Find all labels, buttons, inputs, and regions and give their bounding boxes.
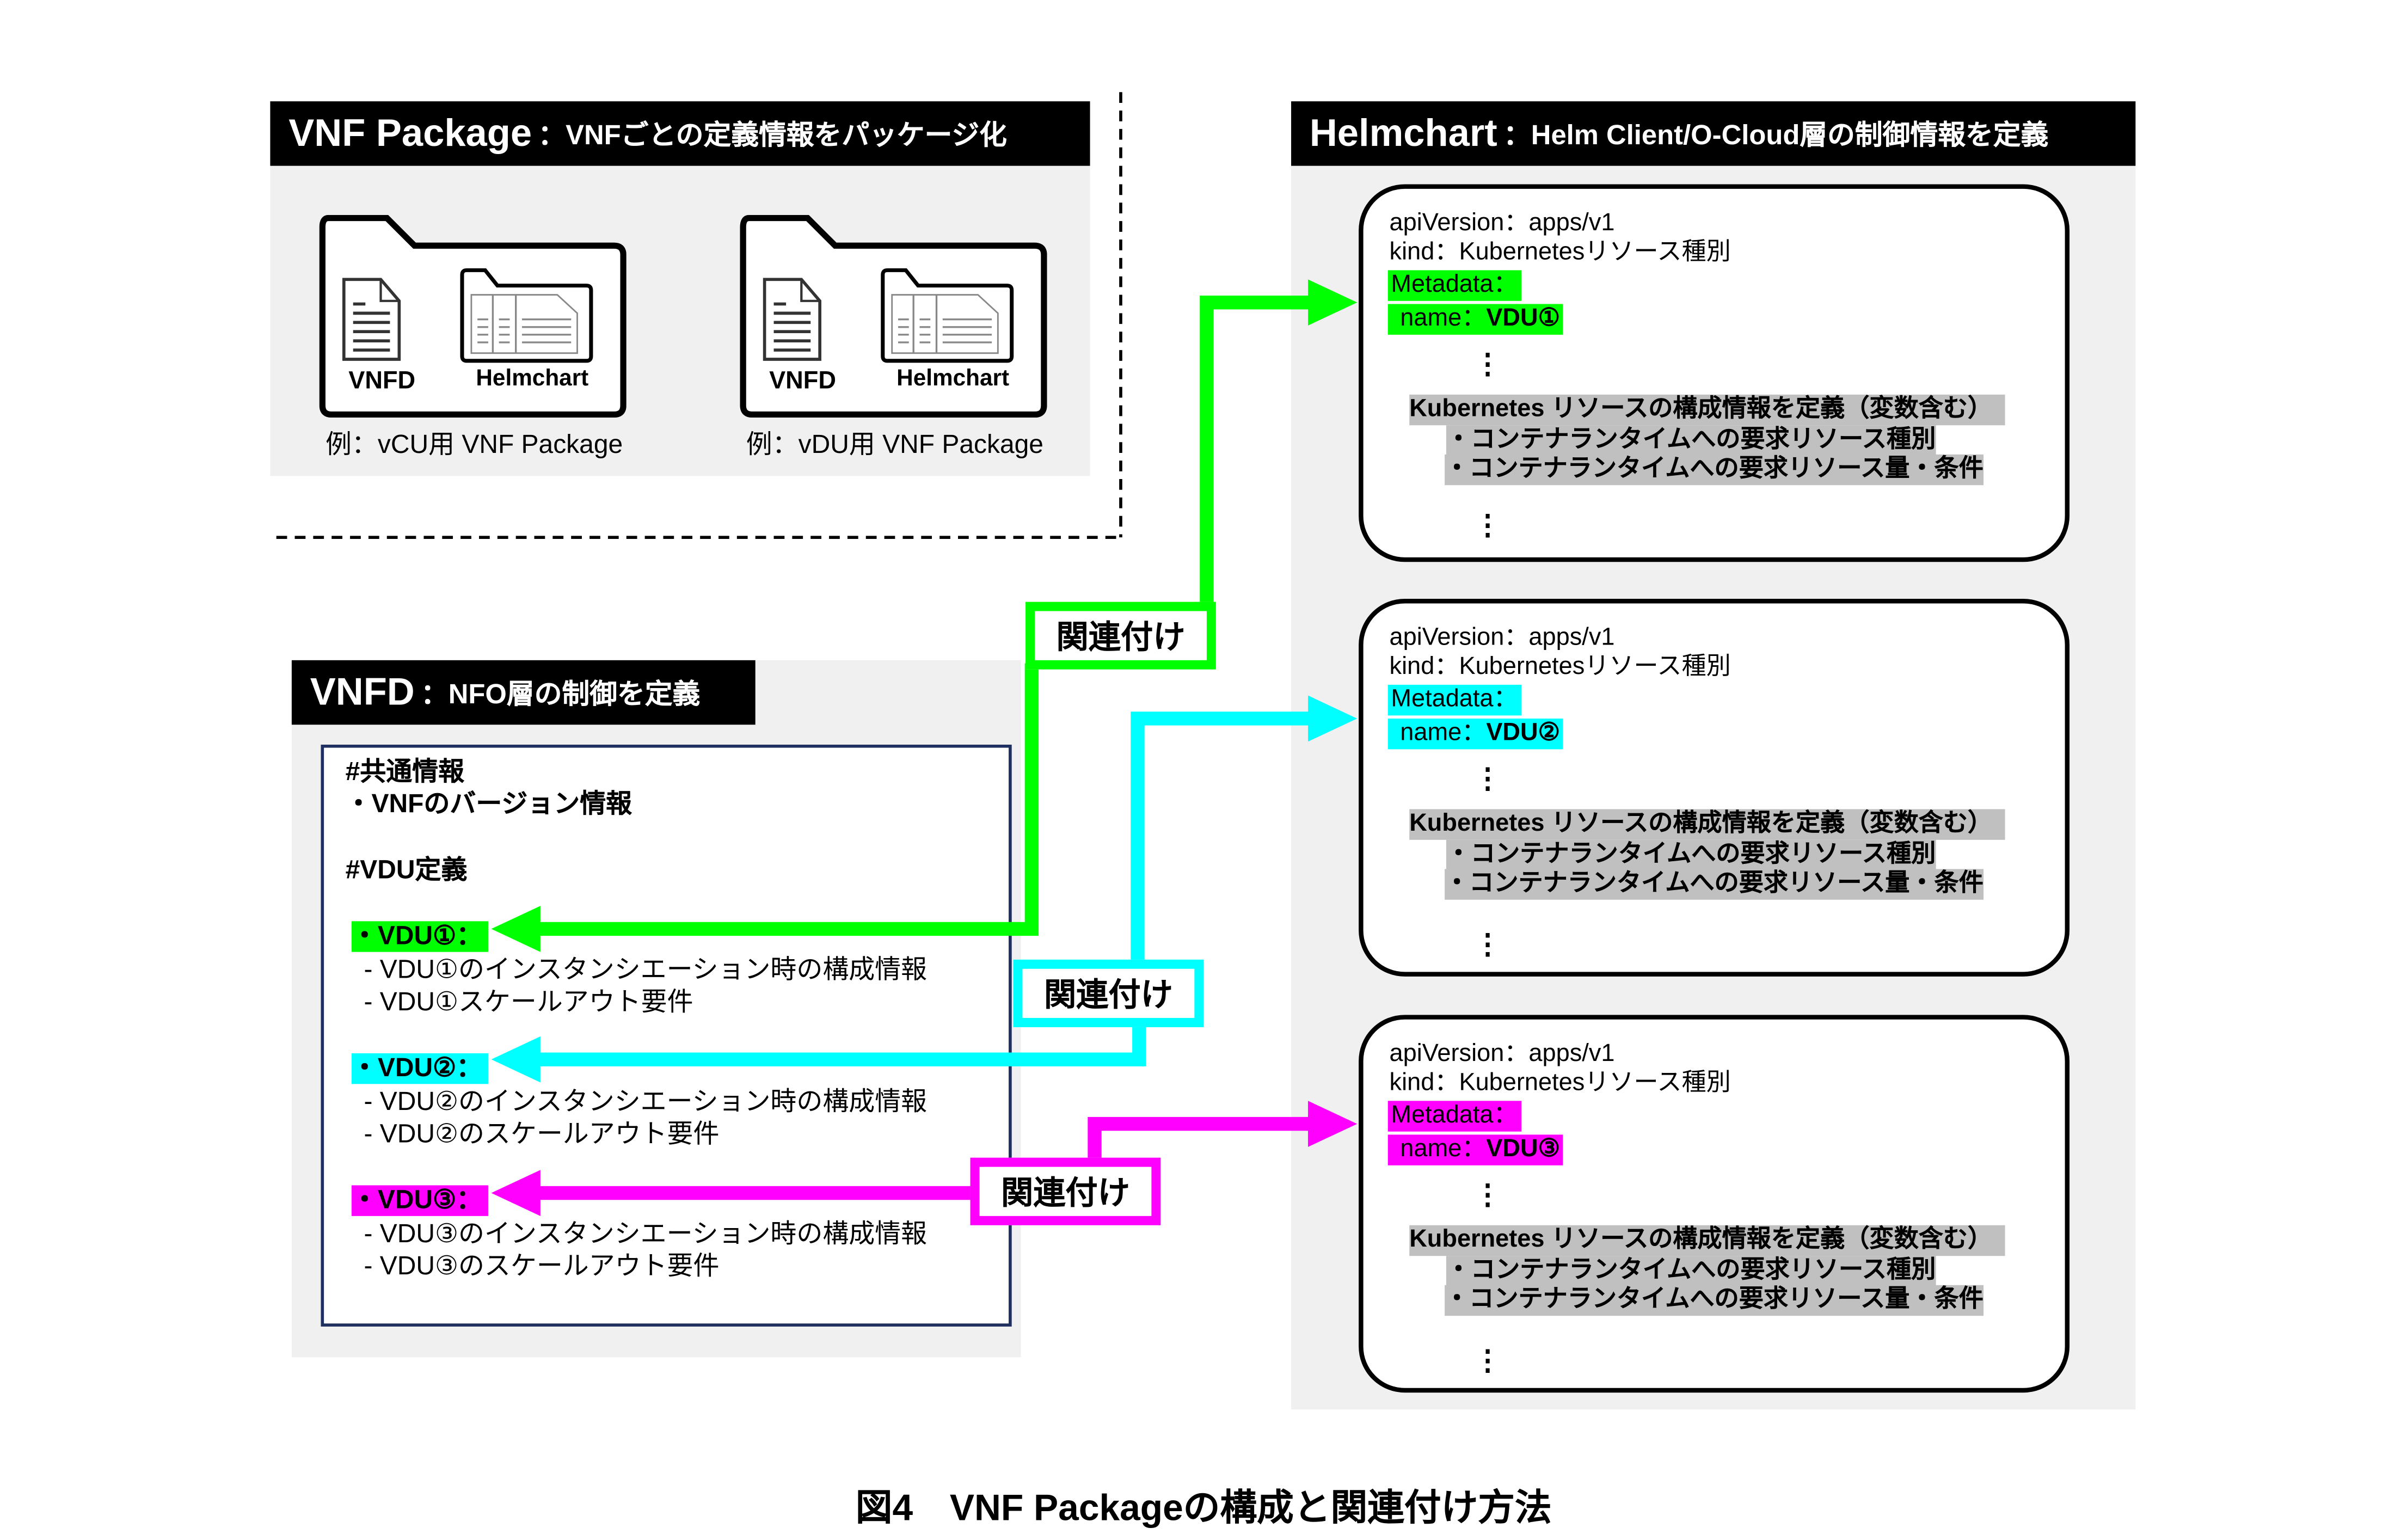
name-field: name：VDU③: [1387, 1134, 1563, 1165]
arrowhead-icon: [1308, 279, 1358, 326]
magenta-arrow-to-helmchart: [1088, 1116, 1317, 1164]
vdu2-line: - VDU②のインスタンシエーション時の構成情報: [364, 1087, 928, 1116]
name-label: name：: [1400, 1136, 1487, 1163]
green-arrow-to-helmchart: [1200, 295, 1317, 608]
arrowhead-icon: [1308, 695, 1358, 742]
arrowhead-icon: [491, 906, 541, 952]
name-value: VDU②: [1486, 720, 1561, 746]
link-label-vdu2: 関連付け: [1013, 959, 1204, 1027]
helmchart-subtitle: ：Helm Client/O-Cloud層の制御情報を定義: [1503, 119, 2049, 151]
vnf-package-title-bar: VNF Package ：VNFごとの定義情報をパッケージ化: [270, 101, 1090, 166]
cyan-arrow-to-vnfd: [531, 1021, 1146, 1066]
vdu1-line: - VDU①スケールアウト要件: [364, 987, 693, 1017]
kind: kind：Kubernetesリソース種別: [1389, 654, 1731, 680]
green-arrow-to-vnfd: [531, 663, 1039, 936]
document-icon: [342, 278, 401, 361]
name-field: name：VDU②: [1387, 718, 1563, 750]
name-label: name：: [1400, 305, 1487, 332]
metadata-label: Metadata：: [1387, 1101, 1521, 1132]
link-label-vdu3: 関連付け: [970, 1157, 1161, 1225]
common-heading: #共通情報: [345, 757, 465, 787]
figure-caption: 図4 VNF Packageの構成と関連付け方法: [855, 1488, 1552, 1530]
resource-definition: Kubernetes リソースの構成情報を定義（変数含む）: [1409, 394, 2005, 426]
resource-item: ・コンテナランタイムへの要求リソース量・条件: [1445, 869, 1983, 900]
folder-icon: [319, 214, 627, 418]
vnfd-file-label: VNFD: [348, 368, 416, 395]
document-icon: [763, 278, 821, 361]
vdu1-line: - VDU①のインスタンシエーション時の構成情報: [364, 955, 928, 984]
api-version: apiVersion：apps/v1: [1389, 210, 1615, 237]
vdu1-label: ・VDU①：: [351, 921, 489, 952]
arrowhead-icon: [491, 1036, 541, 1083]
ellipsis: ⋮: [1473, 348, 1502, 379]
kind: kind：Kubernetesリソース種別: [1389, 1070, 1731, 1096]
helmchart-file-label: Helmchart: [896, 365, 1010, 392]
ellipsis: ⋮: [1473, 929, 1502, 960]
package-caption: 例：vDU用 VNF Package: [746, 430, 1044, 459]
vdu3-line: - VDU③のスケールアウト要件: [364, 1251, 720, 1281]
metadata-label: Metadata：: [1387, 684, 1521, 716]
name-label: name：: [1400, 720, 1487, 746]
api-version: apiVersion：apps/v1: [1389, 624, 1615, 651]
chart-folder-icon: [881, 268, 1014, 363]
helmchart-file-label: Helmchart: [476, 365, 589, 392]
resource-definition: Kubernetes リソースの構成情報を定義（変数含む）: [1409, 809, 2005, 840]
ellipsis: ⋮: [1473, 1179, 1502, 1210]
vnfd-content-box: #共通情報 ・VNFのバージョン情報 #VDU定義 ・VDU①： - VDU①の…: [321, 744, 1012, 1327]
package-caption: 例：vCU用 VNF Package: [325, 430, 623, 459]
vdu3-label: ・VDU③：: [351, 1185, 489, 1216]
vdu-heading: #VDU定義: [345, 855, 468, 885]
cyan-arrow-to-helmchart: [1131, 711, 1317, 967]
api-version: apiVersion：apps/v1: [1389, 1041, 1615, 1067]
vnfd-subtitle: ：NFO層の制御を定義: [420, 678, 701, 710]
common-item: ・VNFのバージョン情報: [345, 789, 632, 819]
arrowhead-icon: [491, 1170, 541, 1216]
vnfd-title: VNFD: [310, 670, 415, 714]
vdu2-label: ・VDU②：: [351, 1053, 489, 1084]
resource-definition: Kubernetes リソースの構成情報を定義（変数含む）: [1409, 1225, 2005, 1256]
ellipsis: ⋮: [1473, 763, 1502, 794]
chart-folder-icon: [460, 268, 593, 363]
vdu3-line: - VDU③のインスタンシエーション時の構成情報: [364, 1219, 928, 1249]
vnfd-file-label: VNFD: [769, 368, 836, 395]
metadata-label: Metadata：: [1387, 270, 1521, 301]
link-label-vdu1: 関連付け: [1025, 602, 1216, 670]
arrowhead-icon: [1308, 1101, 1358, 1147]
resource-item: ・コンテナランタイムへの要求リソース量・条件: [1445, 454, 1983, 486]
name-field: name：VDU①: [1387, 304, 1563, 335]
name-value: VDU①: [1486, 305, 1561, 332]
resource-item: ・コンテナランタイムへの要求リソース種別: [1446, 425, 1936, 456]
vnf-package-subtitle: ：VNFごとの定義情報をパッケージ化: [538, 119, 1007, 151]
helmchart-card-vdu3: apiVersion：apps/v1 kind：Kubernetesリソース種別…: [1359, 1015, 2070, 1393]
folder-icon: [740, 214, 1047, 418]
vnf-package-title: VNF Package: [288, 111, 532, 155]
helmchart-card-vdu2: apiVersion：apps/v1 kind：Kubernetesリソース種別…: [1359, 598, 2070, 977]
resource-item: ・コンテナランタイムへの要求リソース種別: [1446, 839, 1936, 871]
vnfd-title-bar: VNFD ：NFO層の制御を定義: [291, 660, 756, 725]
helmchart-title-bar: Helmchart ：Helm Client/O-Cloud層の制御情報を定義: [1291, 101, 2136, 166]
ellipsis: ⋮: [1473, 1345, 1502, 1376]
ellipsis: ⋮: [1473, 510, 1502, 541]
name-value: VDU③: [1486, 1136, 1561, 1163]
resource-item: ・コンテナランタイムへの要求リソース量・条件: [1445, 1285, 1983, 1316]
kind: kind：Kubernetesリソース種別: [1389, 239, 1731, 266]
helmchart-title: Helmchart: [1309, 111, 1497, 155]
vdu2-line: - VDU②のスケールアウト要件: [364, 1119, 720, 1149]
resource-item: ・コンテナランタイムへの要求リソース種別: [1446, 1256, 1936, 1287]
helmchart-card-vdu1: apiVersion：apps/v1 kind：Kubernetesリソース種別…: [1359, 184, 2070, 562]
